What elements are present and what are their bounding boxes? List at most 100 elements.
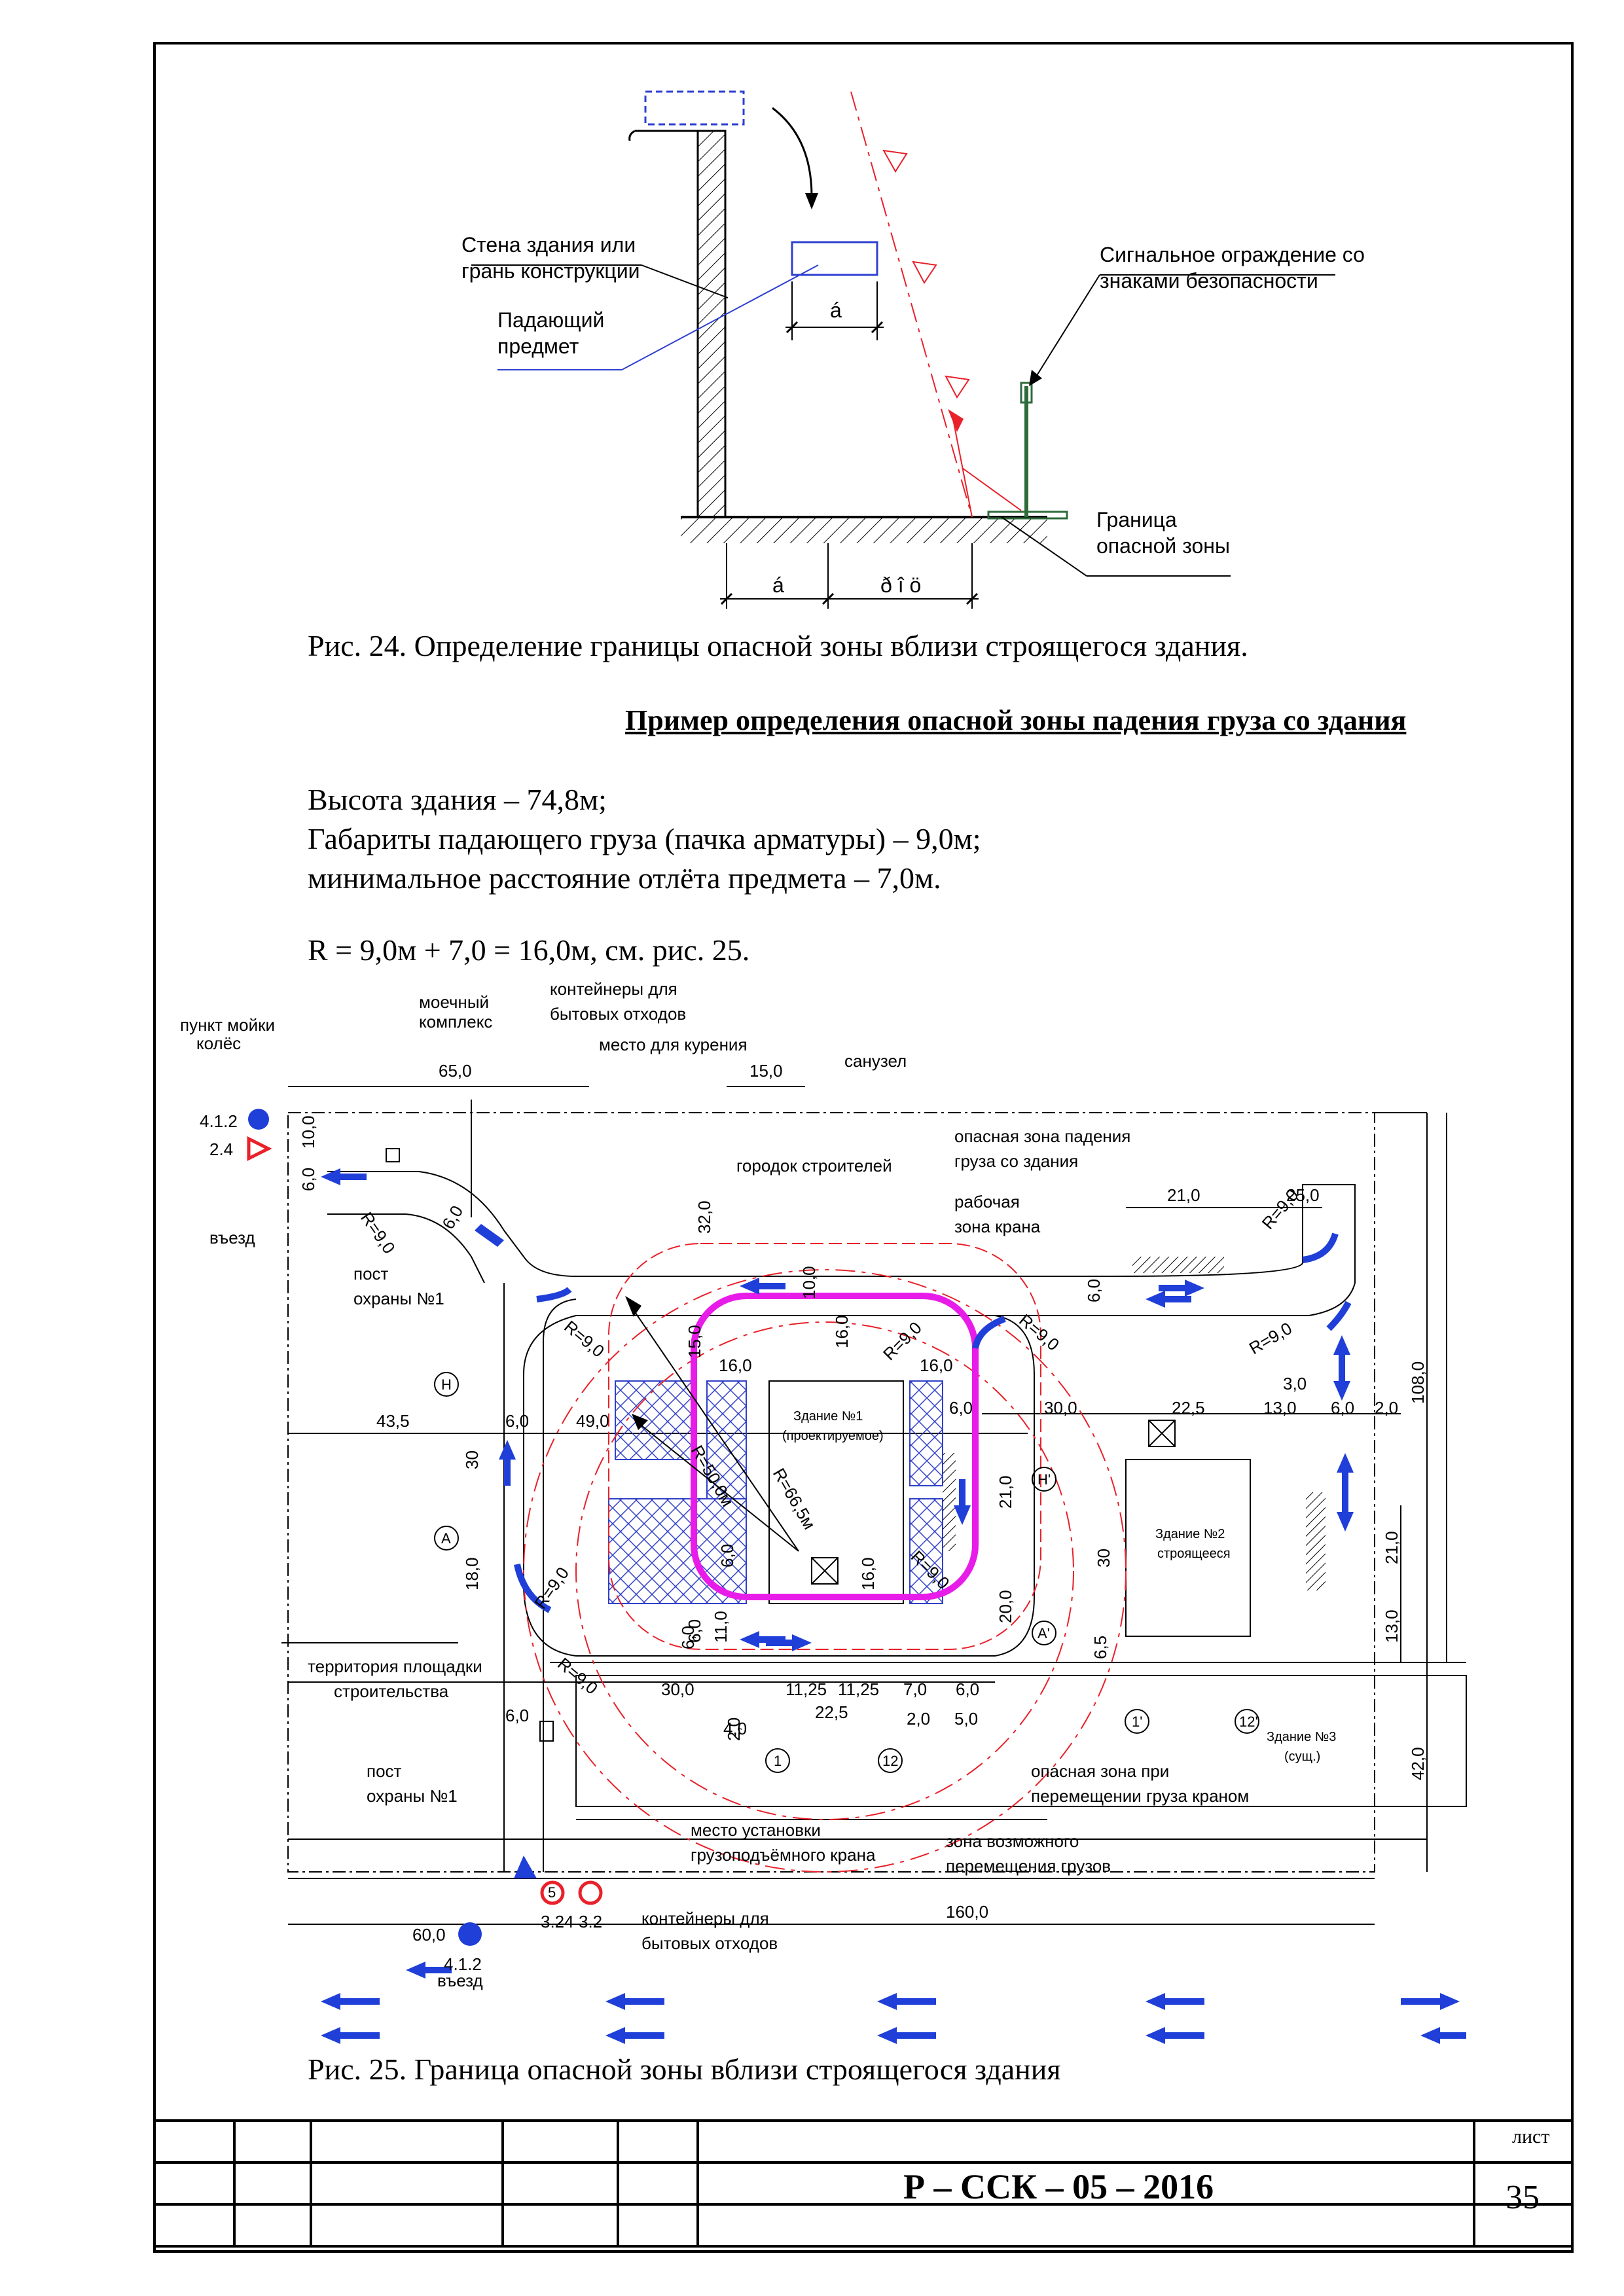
object-label-2: предмет bbox=[497, 334, 579, 358]
fig25-caption: Рис. 25. Граница опасной зоны вблизи стр… bbox=[308, 2053, 1061, 2086]
dim-49: 49,0 bbox=[576, 1411, 609, 1431]
border-label-2: опасной зоны bbox=[1096, 534, 1230, 558]
axis-H2: Н' bbox=[1038, 1471, 1051, 1488]
axis-12: 12 bbox=[882, 1753, 898, 1769]
crane-place-2: грузоподъёмного крана bbox=[691, 1845, 876, 1865]
example-line-2: Габариты падающего груза (пачка арматуры… bbox=[308, 822, 981, 855]
move-zone-2: перемещении груза краном bbox=[1031, 1786, 1249, 1806]
guard-top-2: охраны №1 bbox=[353, 1289, 444, 1308]
axis-A2: А' bbox=[1038, 1625, 1050, 1641]
dim-4: 4,0 bbox=[723, 1719, 747, 1738]
crane-zone-1: рабочая bbox=[954, 1192, 1020, 1211]
move-zone-1: опасная зона при bbox=[1031, 1761, 1169, 1781]
building2-2: строящееся bbox=[1157, 1547, 1231, 1561]
town-label: городок строителей bbox=[736, 1156, 892, 1175]
wheel-wash-2: колёс bbox=[196, 1033, 241, 1053]
dim-6h: 6,0 bbox=[1084, 1279, 1104, 1302]
dim-16d: 16,0 bbox=[858, 1557, 878, 1590]
dim-435: 43,5 bbox=[376, 1411, 410, 1431]
example-line-1: Высота здания – 74,8м; bbox=[308, 783, 607, 816]
dim-10b: 10,0 bbox=[799, 1266, 819, 1299]
dim-25: 25,0 bbox=[1286, 1185, 1320, 1205]
wash-complex-1: моечный bbox=[419, 992, 489, 1012]
axis-A: А bbox=[441, 1530, 451, 1547]
object-label-1: Падающий bbox=[497, 308, 604, 332]
wall-label-1: Стена здания или bbox=[461, 233, 636, 257]
sign-5-label: 5 bbox=[548, 1884, 556, 1901]
axis-H: Н bbox=[441, 1376, 452, 1393]
building-2 bbox=[1125, 1459, 1251, 1637]
falling-object bbox=[791, 241, 878, 276]
move-zone-circle bbox=[523, 1269, 1127, 1873]
dim-65: 65,0 bbox=[439, 1061, 472, 1081]
crane-zone-circle bbox=[575, 1321, 1074, 1820]
fall-zone-1: опасная зона падения bbox=[954, 1126, 1130, 1146]
containers-bottom-2: бытовых отходов bbox=[641, 1933, 778, 1953]
axis-12p: 12' bbox=[1239, 1713, 1258, 1730]
dim-a-bottom: á bbox=[772, 573, 784, 597]
dim-6a: 6,0 bbox=[298, 1168, 318, 1191]
dim-6e: 6,0 bbox=[956, 1679, 979, 1699]
building1-1: Здание №1 bbox=[793, 1409, 863, 1424]
containers-top-2: бытовых отходов bbox=[550, 1004, 686, 1024]
fall-arrow bbox=[772, 107, 813, 197]
guard-bottom-1: пост bbox=[367, 1761, 402, 1781]
toilet-label: санузел bbox=[844, 1051, 907, 1071]
dim-30b: 30 bbox=[462, 1450, 482, 1469]
dim-16a: 16,0 bbox=[719, 1355, 752, 1375]
dim-6j: 6,0 bbox=[678, 1626, 698, 1649]
dim-6g: 6,0 bbox=[505, 1706, 529, 1725]
sign-24-label: 2.4 bbox=[209, 1139, 233, 1159]
sheet-number: 35 bbox=[1506, 2179, 1540, 2216]
radius-9-b: R=9,0 bbox=[560, 1317, 608, 1361]
dim-2a: 2,0 bbox=[1375, 1398, 1398, 1418]
sign-32-label: 3.2 bbox=[579, 1912, 602, 1931]
dim-13a: 13,0 bbox=[1263, 1398, 1297, 1418]
radius-9-c: R=9,0 bbox=[879, 1318, 926, 1364]
guard-bottom-2: охраны №1 bbox=[367, 1786, 458, 1806]
territory-1: территория площадки bbox=[308, 1657, 482, 1676]
dim-6c: 6,0 bbox=[1331, 1398, 1354, 1418]
smoking-label: место для курения bbox=[599, 1035, 748, 1054]
sign-412-top-label: 4.1.2 bbox=[200, 1111, 238, 1131]
title-block bbox=[153, 2119, 1574, 2253]
entry-top: въезд bbox=[209, 1228, 255, 1247]
dim-13b: 13,0 bbox=[1382, 1609, 1401, 1643]
dim-11: 11,0 bbox=[711, 1611, 731, 1643]
dim-108: 108,0 bbox=[1408, 1361, 1428, 1404]
radius-9-g: R=9,0 bbox=[530, 1564, 573, 1613]
sign-412-top bbox=[248, 1109, 269, 1130]
radius-9-e: R=9,0 bbox=[1258, 1185, 1303, 1233]
example-formula: R = 9,0м + 7,0 = 16,0м, см. рис. 25. bbox=[308, 933, 750, 967]
building3-2: (сущ.) bbox=[1284, 1749, 1320, 1764]
dim-6-top: 6,0 bbox=[438, 1202, 467, 1232]
fig24-diagram: Стена здания или грань конструкции Падаю… bbox=[461, 90, 1365, 609]
dim-r: ð î ö bbox=[880, 573, 921, 597]
dim-1125a: 11,25 bbox=[785, 1679, 827, 1699]
containers-top-1: контейнеры для bbox=[550, 979, 677, 999]
fig25-site-plan: Н А Н' А' 1 12 1' 12' 5 моечный комплекс… bbox=[180, 979, 1467, 2044]
possible-zone-1: зона возможного bbox=[946, 1831, 1079, 1851]
dim-42: 42,0 bbox=[1408, 1747, 1428, 1780]
dim-21c: 21,0 bbox=[1382, 1531, 1401, 1564]
crane-zone-2: зона крана bbox=[954, 1217, 1041, 1236]
axis-1: 1 bbox=[774, 1753, 782, 1769]
example-heading: Пример определения опасной зоны падения … bbox=[625, 704, 1407, 736]
radius-9-a: R=9,0 bbox=[357, 1208, 399, 1257]
building-1 bbox=[768, 1380, 904, 1604]
dim-6b: 6,0 bbox=[505, 1411, 529, 1431]
dim-21b: 21,0 bbox=[996, 1475, 1015, 1509]
dim-7: 7,0 bbox=[903, 1679, 927, 1699]
dim-16b: 16,0 bbox=[920, 1355, 953, 1375]
dim-30c: 30,0 bbox=[661, 1679, 695, 1699]
dim-18: 18,0 bbox=[462, 1557, 482, 1590]
radius-9-f: R=9,0 bbox=[1246, 1318, 1295, 1358]
dim-16c: 16,0 bbox=[832, 1315, 852, 1348]
dim-15: 15,0 bbox=[749, 1061, 783, 1081]
dim-5: 5,0 bbox=[954, 1709, 978, 1729]
dim-2b: 2,0 bbox=[907, 1709, 930, 1729]
territory-2: строительства bbox=[334, 1681, 449, 1701]
possible-zone-2: перемещения грузов bbox=[946, 1856, 1111, 1876]
dim-a-top: á bbox=[830, 298, 842, 322]
building2-1: Здание №2 bbox=[1155, 1527, 1225, 1541]
